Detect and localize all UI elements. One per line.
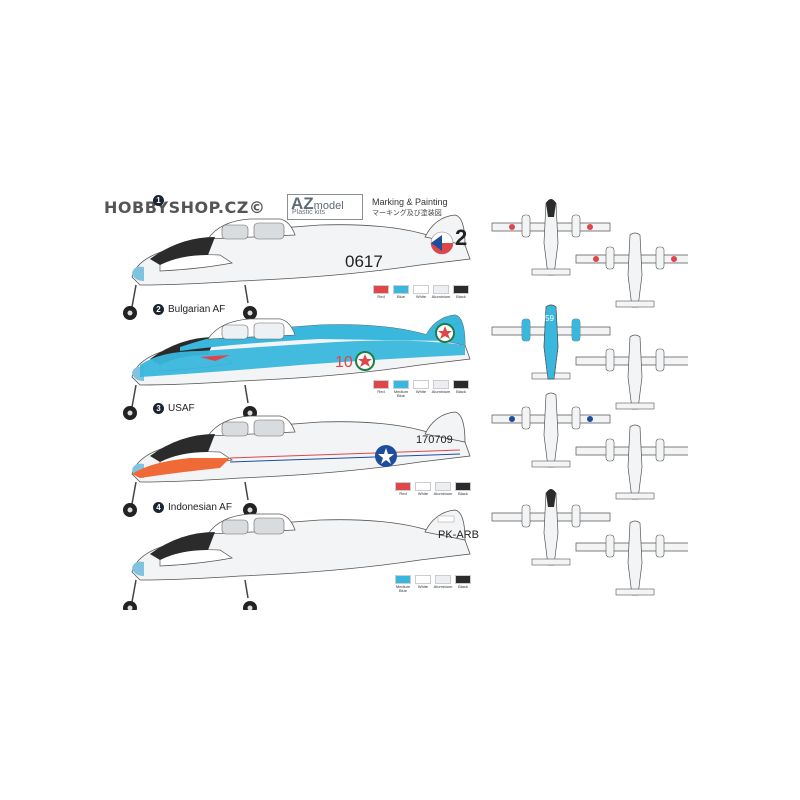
swatch: Red: [372, 285, 390, 299]
top-bottom-views: 59: [491, 199, 688, 596]
scheme-label-3: 3 USAF: [153, 403, 195, 414]
scheme-label-1: 1: [153, 195, 168, 206]
color-swatches-2: Red Medium Blue White Aluminium Black: [372, 380, 470, 398]
topview-mark-2: 59: [545, 314, 554, 323]
registration-1: 0617: [345, 252, 383, 271]
side-views: 2 0617 10 170709 PK-ARB: [122, 214, 479, 610]
swatch: Aluminium: [432, 285, 450, 299]
swatch: Medium Blue: [392, 380, 410, 398]
logo-main-text: AZ: [291, 194, 314, 213]
topview-scheme-1: [491, 199, 611, 276]
registration-2: 10: [335, 354, 353, 371]
scheme-number-badge: 2: [153, 304, 164, 315]
color-swatches-3: Red White Aluminium Black: [394, 482, 472, 496]
bottomview-scheme-4: [575, 520, 688, 596]
scheme-label-4: 4 Indonesian AF: [153, 502, 232, 513]
scheme-label-2: 2 Bulgarian AF: [153, 304, 225, 315]
swatch: Black: [452, 285, 470, 299]
topview-scheme-4: [491, 489, 611, 566]
watermark: HOBBYSHOP.CZ©: [104, 198, 266, 217]
swatch: Blue: [392, 285, 410, 299]
topview-scheme-2: 59: [491, 304, 611, 380]
color-swatches-1: Red Blue White Aluminium Black: [372, 285, 470, 299]
swatch: Aluminium: [432, 380, 450, 398]
swatch: White: [412, 285, 430, 299]
swatch: Black: [452, 380, 470, 398]
brand-logo: AZmodel Plastic kits: [287, 194, 363, 220]
scheme-name: Indonesian AF: [168, 502, 232, 513]
logo-model-text: model: [313, 200, 344, 212]
aircraft-scheme-2: 10: [122, 314, 471, 421]
registration-3: 170709: [416, 434, 453, 446]
bottomview-scheme-2: [575, 334, 688, 410]
scheme-number-badge: 1: [153, 195, 164, 206]
swatch: Medium Blue: [394, 575, 412, 593]
aircraft-scheme-1: 2 0617: [122, 214, 471, 321]
swatch: Red: [372, 380, 390, 398]
page-title: Marking & Painting: [372, 197, 448, 207]
swatch: White: [414, 482, 432, 496]
bottomview-scheme-1: [575, 232, 688, 308]
swatch: Red: [394, 482, 412, 496]
bottomview-scheme-3: [575, 424, 688, 500]
swatch: Aluminium: [434, 482, 452, 496]
aircraft-scheme-4: PK-ARB: [122, 509, 479, 610]
scheme-name: USAF: [168, 403, 195, 414]
scheme-number-badge: 4: [153, 502, 164, 513]
swatch: Aluminium: [434, 575, 452, 593]
swatch: White: [412, 380, 430, 398]
swatch: White: [414, 575, 432, 593]
color-swatches-4: Medium Blue White Aluminium Black: [394, 575, 472, 593]
topview-scheme-3: [491, 392, 611, 468]
logo-subtitle: Plastic kits: [292, 209, 326, 216]
fin-marking-1: 2: [455, 225, 467, 250]
swatch: Black: [454, 575, 472, 593]
swatch: Black: [454, 482, 472, 496]
scheme-name: Bulgarian AF: [168, 304, 226, 315]
page-subtitle: マーキング及び塗装図: [372, 210, 442, 217]
scheme-number-badge: 3: [153, 403, 164, 414]
aircraft-scheme-3: 170709: [122, 411, 471, 518]
registration-4: PK-ARB: [438, 529, 479, 541]
